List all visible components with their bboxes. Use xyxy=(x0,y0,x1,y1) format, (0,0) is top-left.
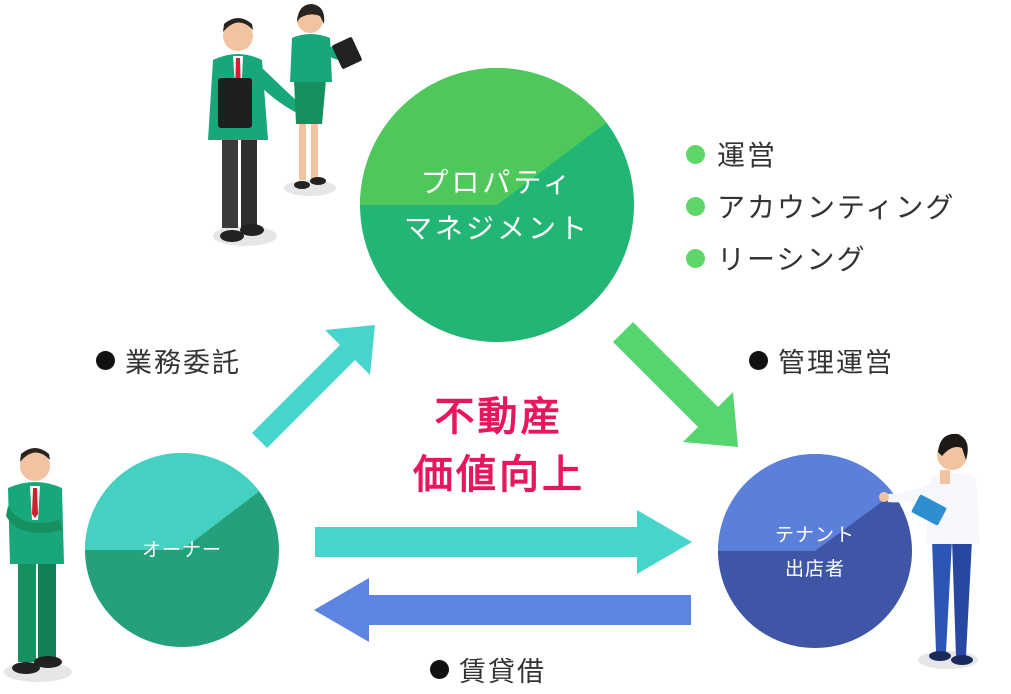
owner-node-label: オーナー xyxy=(141,539,222,561)
service-label: リーシング xyxy=(717,243,867,276)
black-bullet-icon xyxy=(430,660,449,679)
tenant-figure xyxy=(879,433,980,669)
arrow-owner-to-pm xyxy=(252,325,375,448)
black-bullet-icon xyxy=(96,351,115,370)
relation-label: 業務委託 xyxy=(125,348,241,379)
businesswoman-pm-figure xyxy=(284,4,362,196)
center-message: 不動産 価値向上 xyxy=(399,388,599,504)
relation-tenant-owner: 賃貸借 xyxy=(430,650,546,689)
service-item: リーシング xyxy=(686,238,866,278)
green-bullet-icon xyxy=(686,248,705,268)
pm-label-line1: プロパティ xyxy=(420,166,574,199)
center-message-line1: 不動産 xyxy=(434,394,564,440)
center-message-line2: 価値向上 xyxy=(413,452,585,498)
relation-owner-to-pm: 業務委託 xyxy=(96,341,241,380)
service-item: アカウンティング xyxy=(686,186,955,226)
relation-label: 管理運営 xyxy=(778,348,894,379)
tenant-label-line1: テナント xyxy=(774,524,855,546)
service-label: アカウンティング xyxy=(717,191,956,224)
owner-figure xyxy=(4,448,72,682)
arrow-pm-to-tenant xyxy=(613,322,738,447)
relation-label: 賃貸借 xyxy=(459,657,546,688)
arrow-tenant-to-owner xyxy=(314,578,691,642)
service-item: 運営 xyxy=(686,134,777,174)
businessman-pm-figure xyxy=(208,18,309,246)
arrow-owner-to-tenant xyxy=(315,510,692,574)
pm-node-label: プロパティ マネジメント xyxy=(397,160,597,252)
tenant-node-label: テナント 出店者 xyxy=(745,518,885,586)
service-label: 運営 xyxy=(717,139,778,172)
relation-pm-to-tenant: 管理運営 xyxy=(749,341,894,380)
tenant-label-line2: 出店者 xyxy=(784,558,845,580)
green-bullet-icon xyxy=(686,196,705,216)
black-bullet-icon xyxy=(749,351,768,370)
pm-label-line2: マネジメント xyxy=(403,212,590,245)
green-bullet-icon xyxy=(686,144,705,164)
